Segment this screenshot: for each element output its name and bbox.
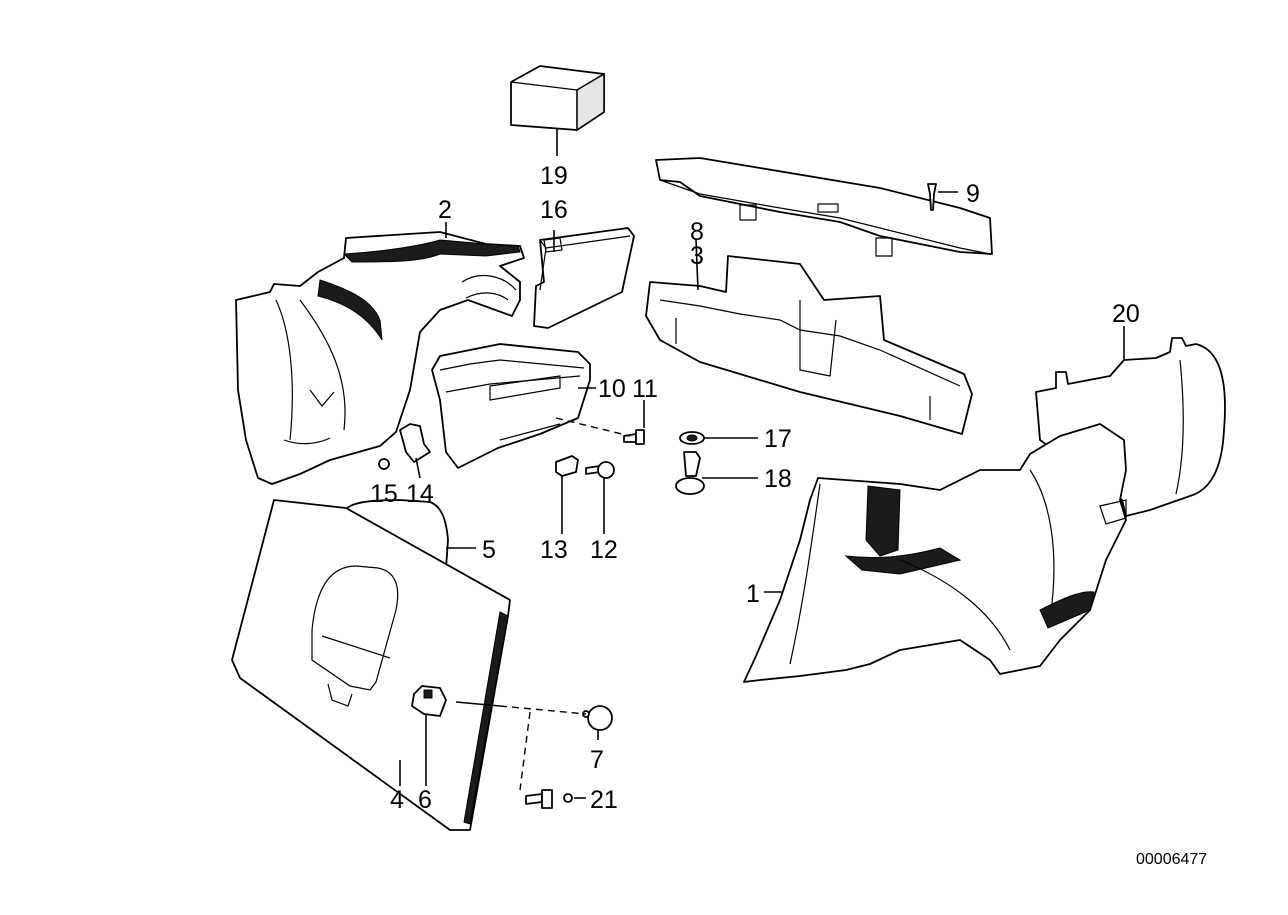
callout-15: 15 xyxy=(370,480,398,508)
callout-8: 8 xyxy=(690,218,704,246)
leader-7-dashed xyxy=(499,705,587,715)
callout-4: 4 xyxy=(390,786,404,814)
callout-21: 21 xyxy=(590,786,618,814)
part-14-bracket xyxy=(399,423,431,463)
callout-9: 9 xyxy=(966,180,980,208)
callout-labels: 19 16 2 8 3 9 20 10 11 17 18 15 14 13 12… xyxy=(370,162,1207,868)
callout-2: 2 xyxy=(438,196,452,224)
callout-16: 16 xyxy=(540,196,568,224)
part-21-screw xyxy=(525,789,573,809)
part-2-left-side-trim xyxy=(235,231,525,485)
part-7-cap xyxy=(582,705,613,731)
part-15-plug xyxy=(378,458,390,470)
part-8-trim-strip xyxy=(655,157,993,257)
part-18-fitting xyxy=(675,451,705,495)
reference-number: 00006477 xyxy=(1136,851,1207,868)
callout-1: 1 xyxy=(746,580,760,608)
leader-3 xyxy=(695,239,699,291)
part-6-clip xyxy=(411,685,447,717)
part-11-pin xyxy=(623,429,645,445)
callout-7: 7 xyxy=(590,746,604,774)
part-10-storage-box xyxy=(431,343,591,469)
part-9-clip xyxy=(927,183,937,211)
callout-3: 3 xyxy=(690,242,704,270)
part-4-floor-panel xyxy=(231,499,511,831)
part-3-rear-panel xyxy=(645,255,973,435)
callout-11: 11 xyxy=(632,375,658,403)
leader-21-dashed xyxy=(519,711,531,791)
callout-14: 14 xyxy=(406,480,434,508)
callout-19: 19 xyxy=(540,162,568,190)
callout-20: 20 xyxy=(1112,300,1140,328)
callout-5: 5 xyxy=(482,536,496,564)
callout-6: 6 xyxy=(418,786,432,814)
part-13-clip xyxy=(555,455,579,477)
leader-lines xyxy=(399,128,1125,799)
part-17-washer xyxy=(679,431,705,445)
part-16-bracket xyxy=(533,227,635,329)
leader-11-dashed xyxy=(555,417,631,437)
callout-10: 10 xyxy=(598,375,626,403)
part-1-right-side-trim xyxy=(743,423,1127,683)
callout-13: 13 xyxy=(540,536,568,564)
leader-6-to-7 xyxy=(455,701,501,707)
leader-14 xyxy=(415,457,421,479)
callout-12: 12 xyxy=(590,536,618,564)
callout-18: 18 xyxy=(764,465,792,493)
part-12-screw xyxy=(585,461,615,479)
callout-17: 17 xyxy=(764,425,792,453)
part-19-block xyxy=(510,65,605,132)
